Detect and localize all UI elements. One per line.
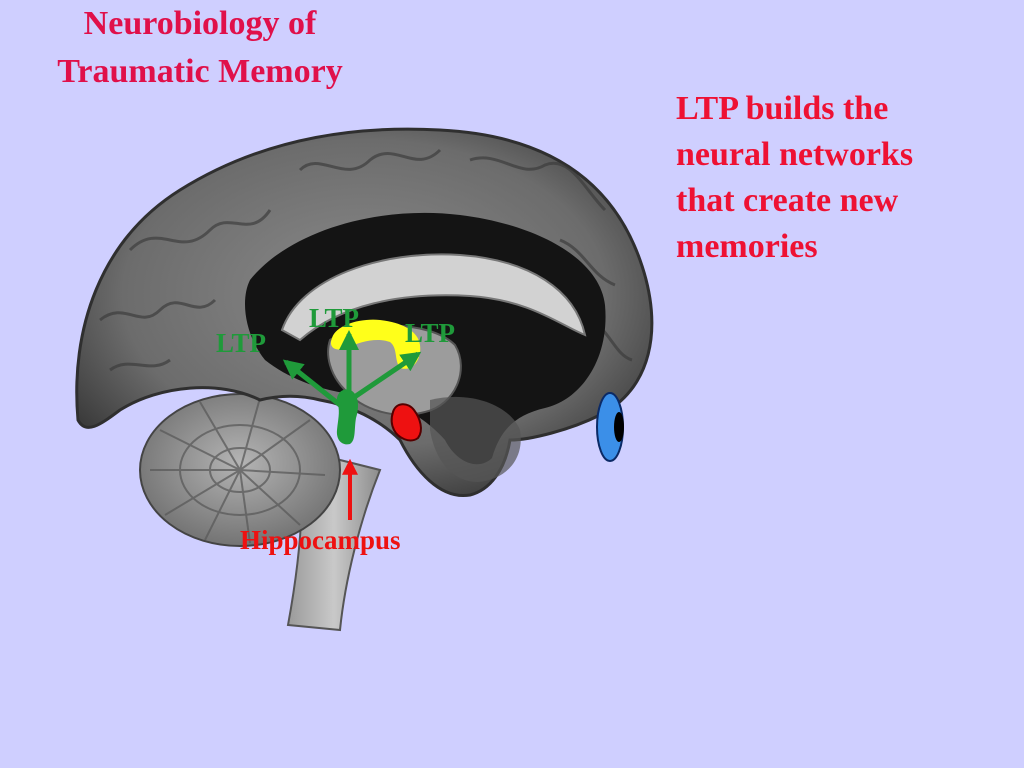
caption-line: LTP builds the (676, 90, 889, 127)
ltp-label-left: LTP (216, 328, 266, 358)
main-caption: LTP builds the neural networks that crea… (676, 86, 996, 270)
caption-line: memories (676, 228, 818, 265)
red-region (390, 403, 422, 442)
slide-title: Neurobiology of Traumatic Memory (0, 0, 400, 96)
ltp-arrow-right (351, 351, 422, 401)
ltp-label-center: LTP (309, 303, 359, 333)
title-line: Traumatic Memory (57, 53, 343, 90)
corpus-callosum (280, 253, 587, 342)
hippocampus-label: Hippocampus (240, 525, 401, 555)
ltp-arrow-left (282, 359, 342, 407)
caption-line: that create new (676, 182, 899, 219)
eye-icon (596, 392, 624, 462)
ltp-arrows (282, 330, 422, 407)
caption-line: neural networks (676, 136, 914, 173)
hippocampus-shape (336, 389, 358, 445)
temporal-lobe (430, 396, 521, 482)
title-line: Neurobiology of (83, 5, 317, 42)
ltp-label-right: LTP (405, 318, 455, 348)
